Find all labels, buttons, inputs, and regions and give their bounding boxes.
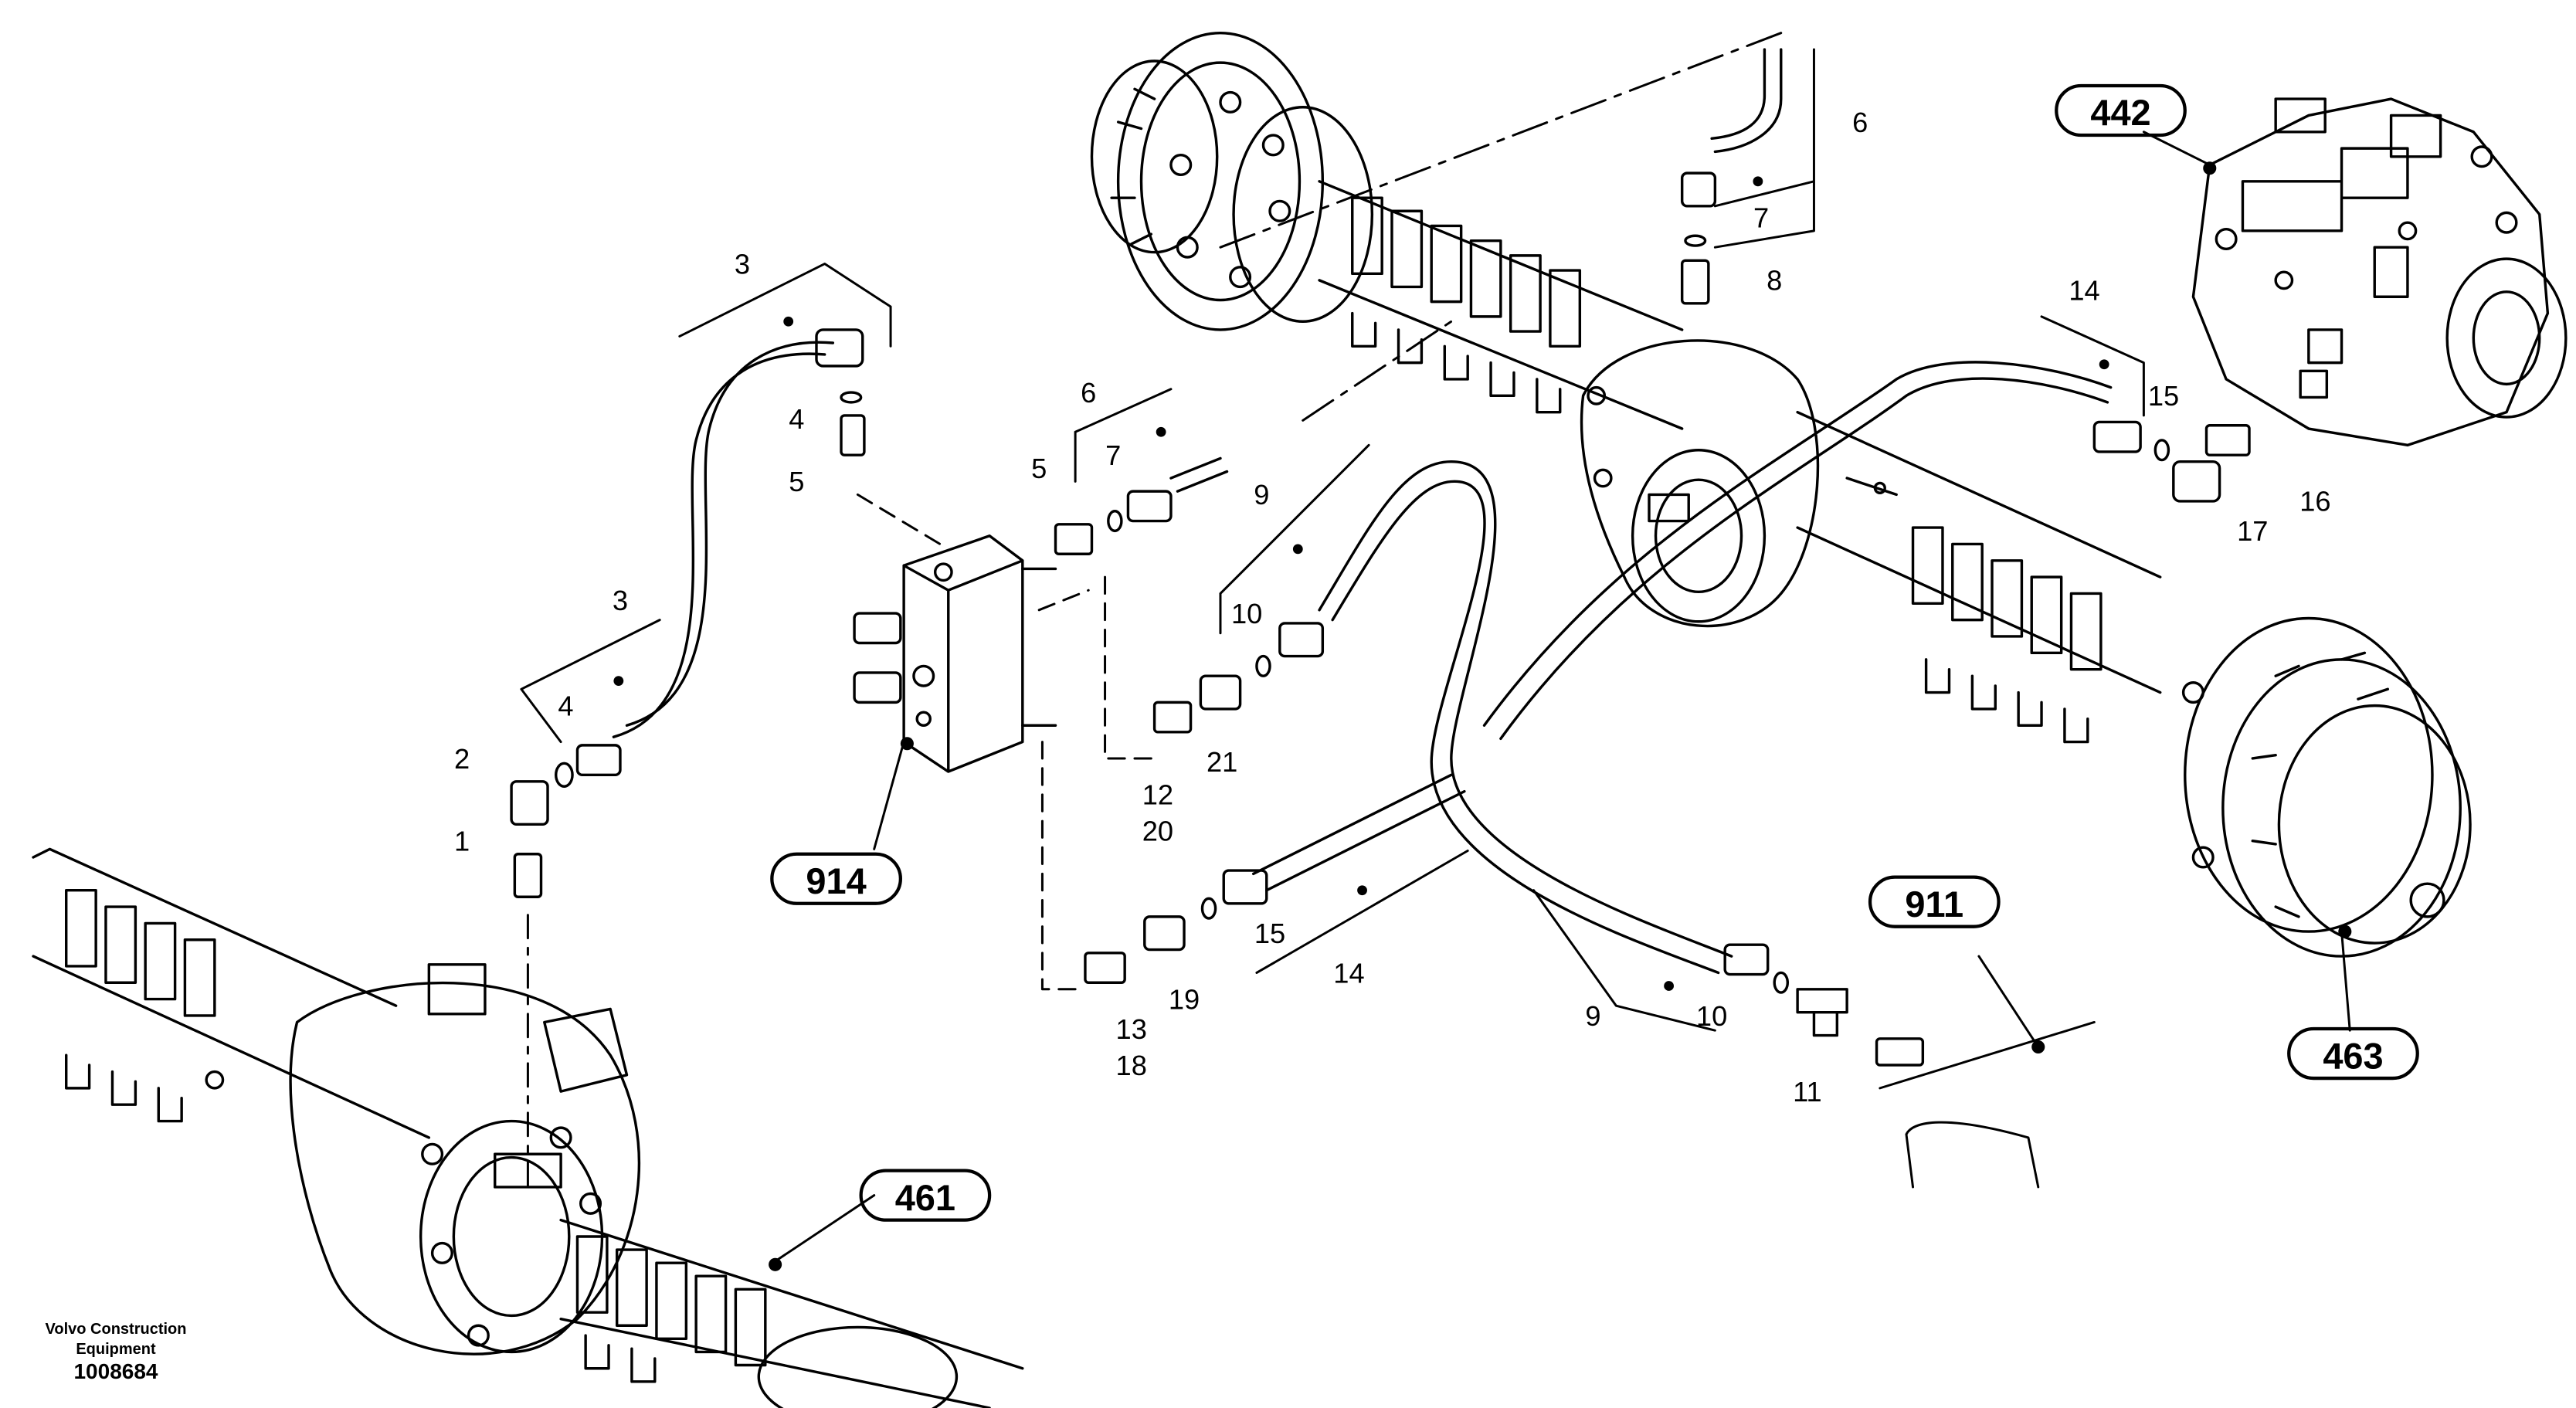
leader-dots: [613, 161, 2352, 1271]
part-label: 5: [789, 466, 804, 497]
top-axle: [1090, 31, 2472, 958]
part-label: 5: [1031, 453, 1047, 484]
part-label: 13: [1116, 1013, 1147, 1045]
footer-line2: Equipment: [76, 1341, 156, 1358]
part-label: 18: [1116, 1050, 1147, 1081]
part-label: 10: [1231, 598, 1262, 629]
part-label: 6: [1081, 377, 1096, 409]
part-label: 12: [1142, 779, 1173, 811]
part-label: 17: [2237, 515, 2268, 547]
part-label: 15: [2148, 380, 2179, 412]
ref-911: 911: [1905, 884, 1963, 925]
part-label: 3: [735, 248, 750, 280]
part-label: 16: [2299, 486, 2330, 517]
part-label: 1: [454, 825, 470, 857]
part-label: 20: [1142, 816, 1173, 847]
part-label: 7: [1105, 439, 1121, 471]
leader-lines: [520, 32, 2351, 1263]
part-label: 10: [1696, 1000, 1727, 1032]
part-label: 8: [1767, 265, 1782, 297]
part-label: 9: [1254, 479, 1269, 511]
manifold-block-914: [853, 534, 1057, 773]
part-label: 6: [1852, 107, 1868, 138]
part-label: 14: [1333, 957, 1364, 989]
part-label: 2: [454, 743, 470, 775]
fittings: [510, 171, 2251, 1067]
ref-461: 461: [895, 1177, 955, 1218]
part-label: 9: [1585, 1000, 1600, 1032]
hoses: [612, 48, 2113, 975]
part-labels: 3 4 5 3 4 2 1 6 5 7 6 7 8 9 10 12 20 21 …: [454, 107, 2331, 1108]
pump-442: [2191, 97, 2568, 447]
part-label: 14: [2069, 275, 2099, 307]
part-label: 4: [558, 690, 573, 721]
ref-463: 463: [2323, 1035, 2383, 1076]
ref-442: 442: [2090, 92, 2150, 133]
part-label: 21: [1207, 746, 1237, 778]
footer-line1: Volvo Construction: [45, 1321, 187, 1338]
part-label: 3: [613, 585, 628, 616]
footer-code: 1008684: [73, 1359, 158, 1383]
part-label: 19: [1169, 983, 1200, 1015]
reference-ovals: [770, 83, 2419, 1222]
bottom-left-axle: [32, 847, 1024, 1408]
ref-914: 914: [806, 860, 866, 901]
part-label: 7: [1753, 202, 1769, 234]
part-label: 4: [789, 403, 804, 435]
footer-brand: Volvo Construction Equipment: [15, 1319, 216, 1359]
part-label: 11: [1793, 1076, 1822, 1108]
part-label: 15: [1254, 918, 1285, 949]
